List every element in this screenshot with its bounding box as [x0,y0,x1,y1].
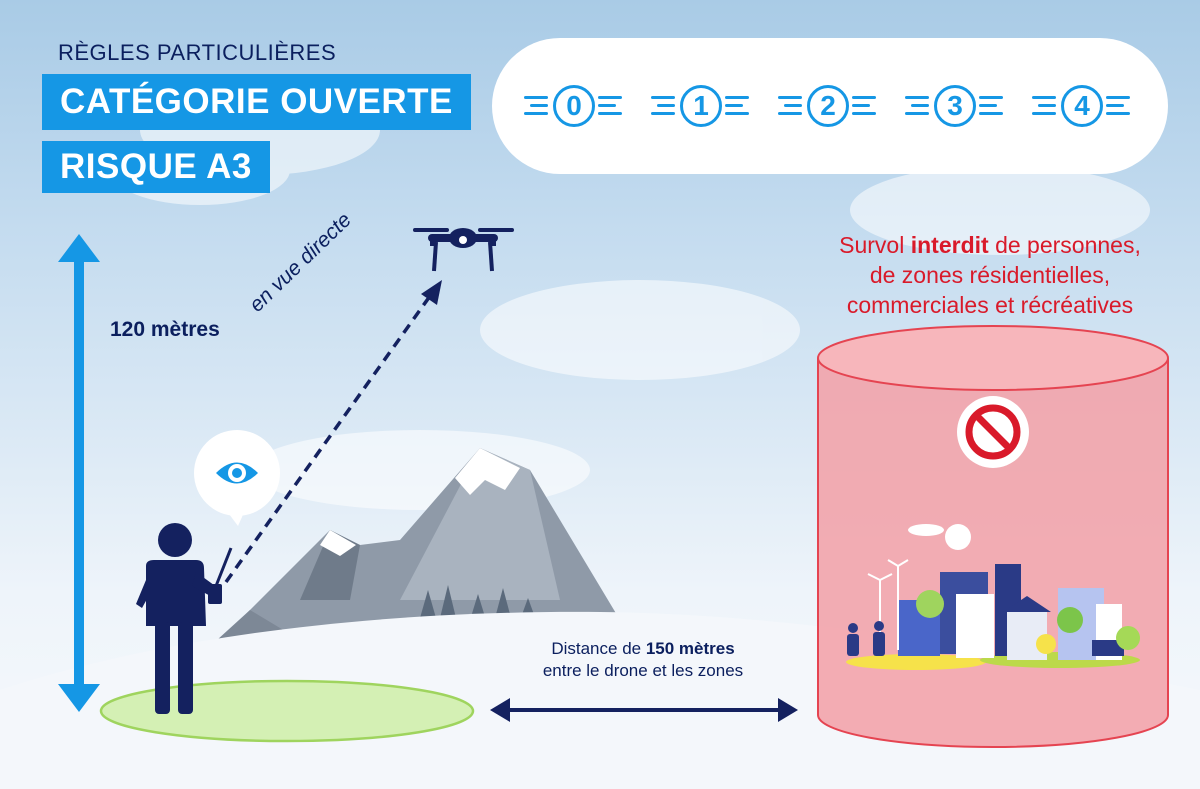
badge-wing [725,96,749,99]
class-badge-3: 3 [899,82,1011,130]
height-label: 120 mètres [110,318,220,341]
badge-wing [911,104,929,107]
class-badge-4: 4 [1026,82,1138,130]
distance-label: Distance de 150 mètres entre le drone et… [542,639,744,680]
badge-wing [1106,96,1130,99]
class-badge-1: 1 [645,82,757,130]
class-number: 4 [1061,85,1103,127]
badge-wing [979,96,1003,99]
badge-wing [1106,112,1130,115]
badge-wing [1032,112,1056,115]
badge-wing [1032,96,1056,99]
city-illustration [846,524,1140,670]
rules-subtitle: RÈGLES PARTICULIÈRES [58,40,337,65]
badge-wing [979,112,1003,115]
category-title: CATÉGORIE OUVERTE [42,74,471,130]
badge-wing [524,96,548,99]
drone-class-badges: 0 1 2 3 4 [492,38,1168,174]
class-number: 2 [807,85,849,127]
badge-wing [598,104,616,107]
badge-wing [651,96,675,99]
badge-wing [778,112,802,115]
badge-wing [784,104,802,107]
badge-wing [905,112,929,115]
restricted-zone [817,325,1169,748]
overflight-warning: Survol interdit de personnes, de zones r… [839,232,1141,318]
badge-wing [657,104,675,107]
badge-wing [651,112,675,115]
drone-icon [413,228,514,272]
pilot-figure [136,523,233,714]
badge-wing [778,96,802,99]
class-badge-2: 2 [772,82,884,130]
height-arrow [58,234,100,712]
badge-wing [979,104,997,107]
eye-bubble [194,430,280,526]
mountains [195,448,620,660]
forbidden-icon [957,396,1029,468]
badge-wing [1106,104,1124,107]
badge-wing [725,112,749,115]
line-of-sight-arrow [224,280,442,584]
class-number: 1 [680,85,722,127]
risk-label: RISQUE A3 [42,141,270,193]
class-number: 0 [553,85,595,127]
distance-arrow [490,698,798,722]
badge-wing [852,96,876,99]
class-badge-0: 0 [518,82,630,130]
badge-wing [852,104,870,107]
badge-wing [598,96,622,99]
ground-ring [99,679,475,743]
badge-wing [1038,104,1056,107]
badge-wing [905,96,929,99]
badge-wing [524,112,548,115]
badge-wing [852,112,876,115]
badge-wing [725,104,743,107]
badge-wing [598,112,622,115]
class-number: 3 [934,85,976,127]
badge-wing [530,104,548,107]
